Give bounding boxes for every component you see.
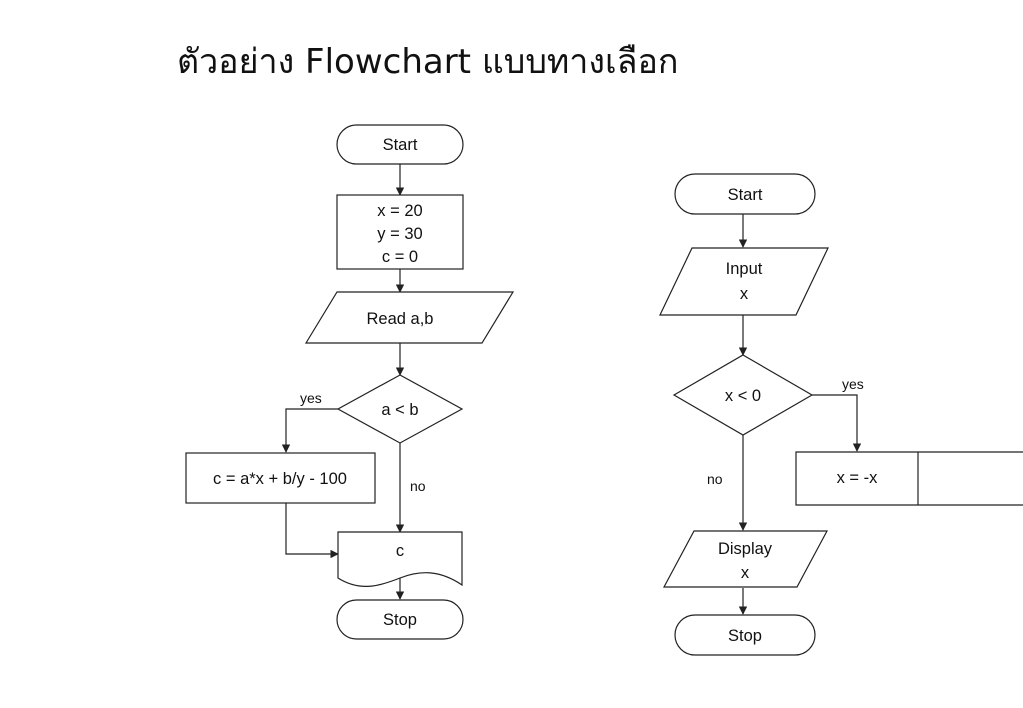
right-input-io: Input x xyxy=(659,247,829,316)
left-init-line-3: c = 0 xyxy=(382,248,418,266)
left-yes-label: yes xyxy=(300,390,322,406)
left-connectors xyxy=(281,164,405,600)
left-stop-label: Stop xyxy=(383,611,417,629)
left-decision-label: a < b xyxy=(381,401,418,419)
right-stop-terminator: Stop xyxy=(674,614,816,656)
left-init-line-2: y = 30 xyxy=(377,225,422,243)
arrow-r-decision-yes xyxy=(812,394,862,452)
left-read-io: Read a,b xyxy=(304,291,515,344)
left-init-line-1: x = 20 xyxy=(377,202,422,220)
right-start-label: Start xyxy=(728,186,763,204)
arrow-calc-to-output xyxy=(285,503,339,559)
right-connectors xyxy=(738,214,862,615)
left-read-label: Read a,b xyxy=(367,310,434,328)
left-flowchart: Start x = 20 y = 30 c = 0 Read a,b a < b… xyxy=(185,124,515,640)
right-negate-label: x = -x xyxy=(837,469,879,487)
right-display-line-2: x xyxy=(741,564,750,582)
right-decision: x < 0 xyxy=(672,354,814,436)
right-no-label: no xyxy=(707,471,723,487)
left-no-label: no xyxy=(410,478,426,494)
right-decision-label: x < 0 xyxy=(725,387,761,405)
left-calc-process: c = a*x + b/y - 100 xyxy=(185,452,376,504)
left-init-process: x = 20 y = 30 c = 0 xyxy=(336,194,464,270)
left-calc-label: c = a*x + b/y - 100 xyxy=(213,470,347,488)
left-decision: a < b xyxy=(336,374,464,444)
left-output-label: c xyxy=(396,542,404,560)
right-yes-label: yes xyxy=(842,376,864,392)
right-start-terminator: Start xyxy=(674,173,816,215)
right-display-io: Display x xyxy=(662,530,829,588)
right-input-line-1: Input xyxy=(726,260,763,278)
page-title: ตัวอย่าง Flowchart แบบทางเลือก xyxy=(177,42,679,82)
left-start-terminator: Start xyxy=(336,124,464,165)
left-start-label: Start xyxy=(383,136,418,154)
left-stop-terminator: Stop xyxy=(336,599,464,640)
right-stop-label: Stop xyxy=(728,627,762,645)
right-input-line-2: x xyxy=(740,285,749,303)
right-flowchart: Start Input x x < 0 yes no x = -x Displa… xyxy=(659,173,1023,656)
left-output-document: c xyxy=(337,531,463,587)
right-negate-process: x = -x xyxy=(795,451,1023,506)
arrow-decision-yes xyxy=(281,408,338,453)
right-display-line-1: Display xyxy=(718,540,773,558)
